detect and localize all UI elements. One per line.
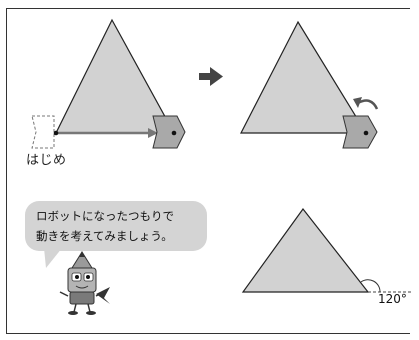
robot-moved	[152, 115, 186, 149]
panel-step1	[31, 18, 186, 149]
triangle-step3	[241, 208, 370, 293]
robot-at-corner	[342, 115, 378, 149]
movement-path-arrowhead	[148, 128, 158, 138]
speech-bubble-line2: 動きを考えてみましょう。	[36, 229, 173, 243]
curved-arrow-icon	[353, 97, 379, 110]
angle-label: 120°	[378, 292, 407, 306]
pencil-robot-icon	[59, 251, 110, 315]
triangle-step2	[240, 20, 368, 134]
panel-step2	[240, 20, 379, 149]
right-arrow-icon	[199, 67, 223, 86]
speech-bubble: ロボットになったつもりで 動きを考えてみましょう。	[25, 201, 207, 251]
exterior-angle-arc	[360, 279, 381, 293]
speech-bubble-tail	[44, 248, 62, 268]
start-dot	[53, 130, 59, 136]
panel-exterior-angle	[241, 208, 412, 293]
robot-start-outline	[31, 115, 55, 149]
start-label: はじめ	[26, 153, 67, 168]
robot-corner-dot	[363, 130, 369, 136]
robot-moved-dot	[171, 130, 177, 136]
speech-bubble-line1: ロボットになったつもりで	[36, 209, 174, 223]
